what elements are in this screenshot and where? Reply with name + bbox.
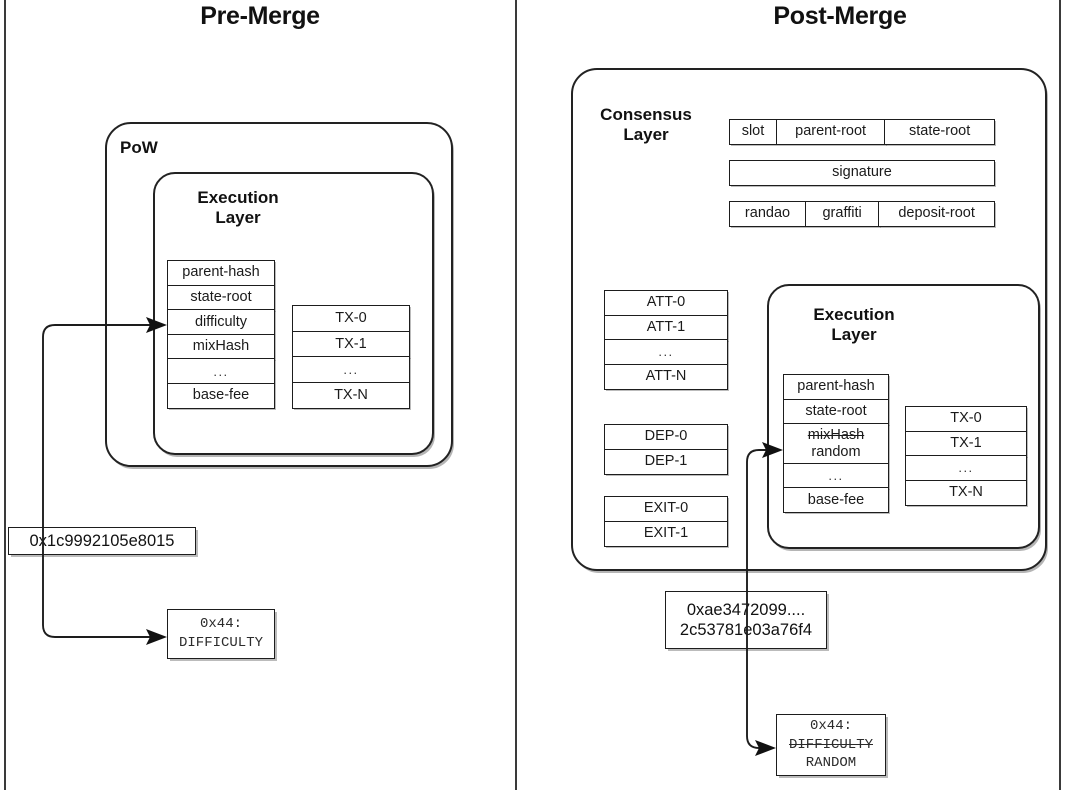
field-state-root: state-root xyxy=(167,284,275,311)
field-mixhash-random: mixHash random xyxy=(783,423,889,465)
field-parent-hash: parent-hash xyxy=(167,260,275,286)
field-tx-0: TX-0 xyxy=(292,305,410,332)
field-tx-ellipsis: ... xyxy=(905,455,1027,482)
field-parent-root: parent-root xyxy=(775,119,886,145)
pre-merge-opcode: 0x44: DIFFICULTY xyxy=(179,615,263,653)
field-graffiti: graffiti xyxy=(804,201,880,227)
attestations-stack: ATT-0 ATT-1 ... ATT-N xyxy=(604,290,728,390)
frame-border-right xyxy=(1059,0,1061,790)
field-base-fee: base-fee xyxy=(167,383,275,410)
consensus-header-row-2: signature xyxy=(729,160,995,186)
field-exit-1: EXIT-1 xyxy=(604,520,728,547)
exits-stack: EXIT-0 EXIT-1 xyxy=(604,496,728,547)
field-slot: slot xyxy=(729,119,777,145)
field-mixhash: mixHash xyxy=(167,333,275,360)
consensus-header-row-3: randao graffiti deposit-root xyxy=(729,201,995,227)
post-merge-hex-box: 0xae3472099.... 2c53781e03a76f4 xyxy=(665,591,827,649)
post-merge-hex-value: 0xae3472099.... 2c53781e03a76f4 xyxy=(679,600,813,639)
field-state-root: state-root xyxy=(884,119,995,145)
field-tx-0: TX-0 xyxy=(905,406,1027,432)
field-exit-0: EXIT-0 xyxy=(604,496,728,522)
field-tx-ellipsis: ... xyxy=(292,356,410,384)
arrowhead-opcode xyxy=(755,740,776,756)
field-tx-1: TX-1 xyxy=(292,330,410,358)
field-tx-n: TX-N xyxy=(292,381,410,409)
opcode-code: 0x44: xyxy=(809,717,852,734)
field-ellipsis: ... xyxy=(783,462,889,489)
field-mixhash-old: mixHash xyxy=(807,427,865,444)
pre-merge-header-stack: parent-hash state-root difficulty mixHas… xyxy=(167,260,275,410)
pre-merge-title: Pre-Merge xyxy=(200,2,320,30)
arrowhead-opcode xyxy=(146,629,167,645)
field-deposit-root: deposit-root xyxy=(878,201,995,227)
post-merge-opcode: 0x44: DIFFICULTY RANDOM xyxy=(789,717,873,774)
field-dep-1: DEP-1 xyxy=(604,448,728,475)
field-att-1: ATT-1 xyxy=(604,314,728,341)
post-merge-header-stack: parent-hash state-root mixHash random ..… xyxy=(783,374,889,514)
field-base-fee: base-fee xyxy=(783,487,889,514)
pre-merge-opcode-box: 0x44: DIFFICULTY xyxy=(167,609,275,659)
field-tx-1: TX-1 xyxy=(905,430,1027,457)
field-difficulty: difficulty xyxy=(167,309,275,336)
post-merge-title: Post-Merge xyxy=(773,2,907,30)
deposits-stack: DEP-0 DEP-1 xyxy=(604,424,728,475)
frame-border-left xyxy=(4,0,6,790)
pre-merge-execution-layer-label: Execution Layer xyxy=(197,188,279,228)
consensus-header-row-1: slot parent-root state-root xyxy=(729,119,995,145)
consensus-layer-label: Consensus Layer xyxy=(600,105,692,145)
field-tx-n: TX-N xyxy=(905,479,1027,506)
field-signature: signature xyxy=(729,160,995,186)
post-merge-opcode-box: 0x44: DIFFICULTY RANDOM xyxy=(776,714,886,776)
field-att-ellipsis: ... xyxy=(604,339,728,366)
post-merge-tx-stack: TX-0 TX-1 ... TX-N xyxy=(905,406,1027,506)
field-random-new: random xyxy=(811,443,861,460)
field-att-0: ATT-0 xyxy=(604,290,728,316)
opcode-old-name: DIFFICULTY xyxy=(788,736,873,753)
field-parent-hash: parent-hash xyxy=(783,374,889,400)
post-merge-execution-layer-label: Execution Layer xyxy=(813,305,895,345)
pre-merge-tx-stack: TX-0 TX-1 ... TX-N xyxy=(292,305,410,409)
opcode-code: 0x44: xyxy=(199,616,242,633)
field-randao: randao xyxy=(729,201,806,227)
panel-divider xyxy=(515,0,517,790)
field-ellipsis: ... xyxy=(167,358,275,385)
opcode-name: DIFFICULTY xyxy=(178,635,263,651)
opcode-new-name: RANDOM xyxy=(805,755,857,772)
pre-merge-hex-value: 0x1c9992105e8015 xyxy=(29,531,175,550)
field-state-root: state-root xyxy=(783,398,889,425)
field-att-n: ATT-N xyxy=(604,363,728,390)
pre-merge-hex-box: 0x1c9992105e8015 xyxy=(8,527,196,555)
pow-label: PoW xyxy=(120,138,158,157)
field-dep-0: DEP-0 xyxy=(604,424,728,450)
